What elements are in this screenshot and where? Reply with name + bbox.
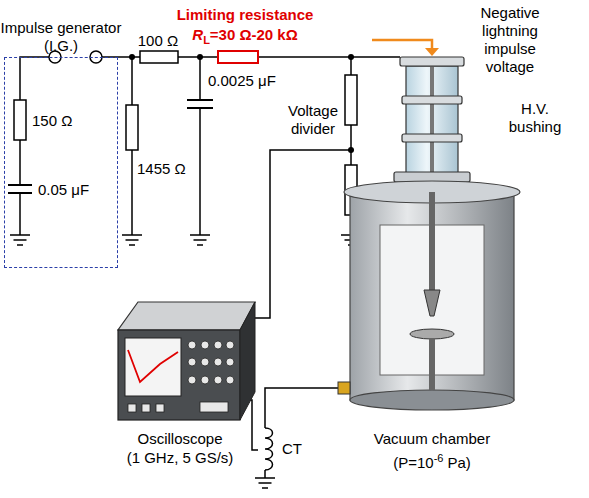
part-name: H.V. bushing (500, 100, 570, 136)
resistor-symbol (345, 75, 357, 125)
oscilloscope (118, 302, 255, 420)
part-spec: -6 (434, 452, 444, 464)
box-heading: Impulse generator (I.G.) (0, 19, 123, 55)
annotation: Negative lightning impulse voltage (470, 4, 550, 76)
component-value: =30 Ω-20 kΩ (210, 26, 298, 43)
component-title: Limiting resistance (160, 6, 330, 24)
arrow-head (425, 48, 439, 56)
component-value: 0.0025 μF (208, 72, 298, 90)
component-value: 0.05 μF (38, 181, 108, 199)
generator-box: Impulse generator (I.G.) (4, 57, 118, 268)
label-row: RL=30 Ω-20 kΩ (170, 26, 320, 49)
part-spec: (1 GHz, 5 GS/s) (110, 449, 250, 467)
component-value: R (192, 26, 203, 43)
capacitor-symbol (8, 100, 213, 193)
part-name: Voltage divider (282, 102, 344, 138)
component-value: L (203, 34, 210, 46)
hv-bushing (394, 57, 470, 182)
resistor-symbol (140, 51, 178, 63)
vacuum-chamber (338, 181, 520, 410)
part-name: Vacuum chamber (362, 430, 502, 448)
voltage-arrow (372, 40, 432, 50)
component-value: 1455 Ω (137, 160, 193, 178)
part-name: CT (282, 440, 322, 458)
junction-dot (129, 54, 354, 153)
resistor-symbol (218, 51, 258, 63)
current-transformer (265, 428, 273, 470)
part-spec: (P=10 (393, 454, 433, 471)
resistor-symbol (14, 100, 26, 140)
resistor-symbol (126, 105, 138, 150)
part-spec: Pa) (447, 454, 470, 471)
component-value: 100 Ω (132, 32, 184, 50)
ground-symbol (10, 235, 361, 488)
part-name: Oscilloscope (110, 430, 250, 448)
component-value: 150 Ω (32, 112, 92, 130)
label-row: (P=10-6Pa) (362, 449, 502, 472)
